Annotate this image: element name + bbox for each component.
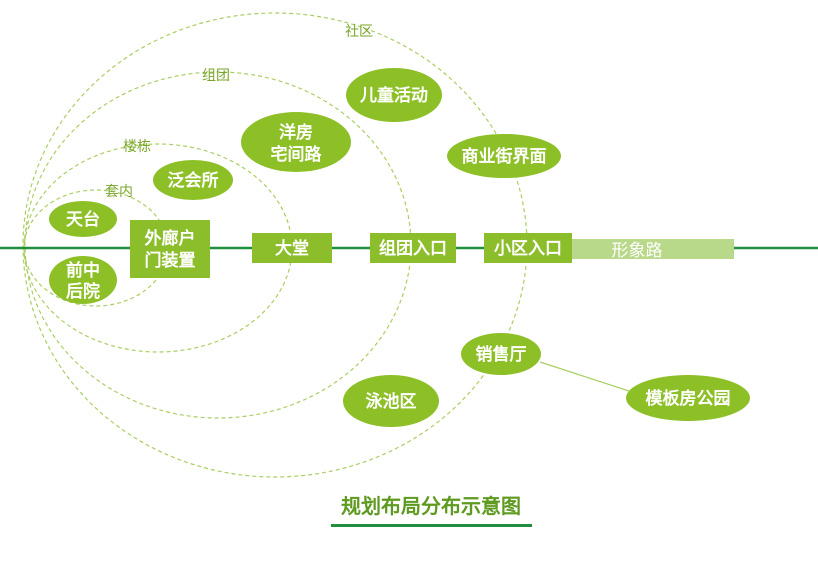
node-shangye-label: 商业街界面 bbox=[462, 146, 547, 167]
node-yangfang: 洋房 宅间路 bbox=[241, 112, 351, 172]
ring-label-shequ: 社区 bbox=[345, 24, 373, 40]
box-zutuan-entry: 组团入口 bbox=[370, 233, 456, 263]
node-tiantai-label: 天台 bbox=[66, 209, 100, 230]
node-qianzhong-line2: 后院 bbox=[66, 281, 100, 302]
box-xiaoqu-entry-label: 小区入口 bbox=[494, 239, 562, 259]
node-xiaoshou: 销售厅 bbox=[461, 333, 541, 375]
node-yangfang-line1: 洋房 bbox=[279, 122, 313, 143]
connector-sales-template bbox=[539, 361, 633, 393]
node-muban: 模板房公园 bbox=[626, 375, 750, 421]
node-fanhuisuo-label: 泛会所 bbox=[168, 170, 219, 191]
node-ertong: 儿童活动 bbox=[346, 68, 442, 122]
box-zutuan-entry-label: 组团入口 bbox=[379, 238, 447, 259]
box-wailang-line2: 门装置 bbox=[145, 250, 196, 271]
node-yongchi: 泳池区 bbox=[343, 375, 439, 427]
box-datang: 大堂 bbox=[252, 233, 332, 263]
ring-label-zutuan: 组团 bbox=[202, 68, 230, 84]
node-yangfang-line2: 宅间路 bbox=[271, 144, 323, 165]
node-qianzhong: 前中 后院 bbox=[49, 256, 117, 304]
box-wailang: 外廊户 门装置 bbox=[130, 220, 210, 278]
node-fanhuisuo: 泛会所 bbox=[153, 160, 233, 200]
diagram-title: 规划布局分布示意图 bbox=[341, 494, 521, 518]
node-tiantai: 天台 bbox=[49, 201, 117, 237]
box-xiaoqu-entry: 小区入口 bbox=[484, 233, 572, 263]
ring-label-loudong: 楼栋 bbox=[123, 138, 151, 155]
ring-zutuan bbox=[24, 71, 412, 419]
node-muban-label: 模板房公园 bbox=[646, 388, 731, 409]
title-underline bbox=[331, 524, 532, 527]
node-xiaoshou-label: 销售厅 bbox=[476, 344, 527, 365]
ring-label-taonei: 套内 bbox=[105, 184, 133, 200]
node-shangye: 商业街界面 bbox=[447, 134, 561, 178]
node-yongchi-label: 泳池区 bbox=[366, 391, 417, 412]
box-datang-label: 大堂 bbox=[275, 238, 309, 259]
node-ertong-label: 儿童活动 bbox=[359, 85, 428, 106]
node-qianzhong-line1: 前中 bbox=[66, 260, 100, 281]
box-wailang-line1: 外廊户 bbox=[145, 228, 196, 249]
image-road-label: 形象路 bbox=[612, 241, 663, 261]
